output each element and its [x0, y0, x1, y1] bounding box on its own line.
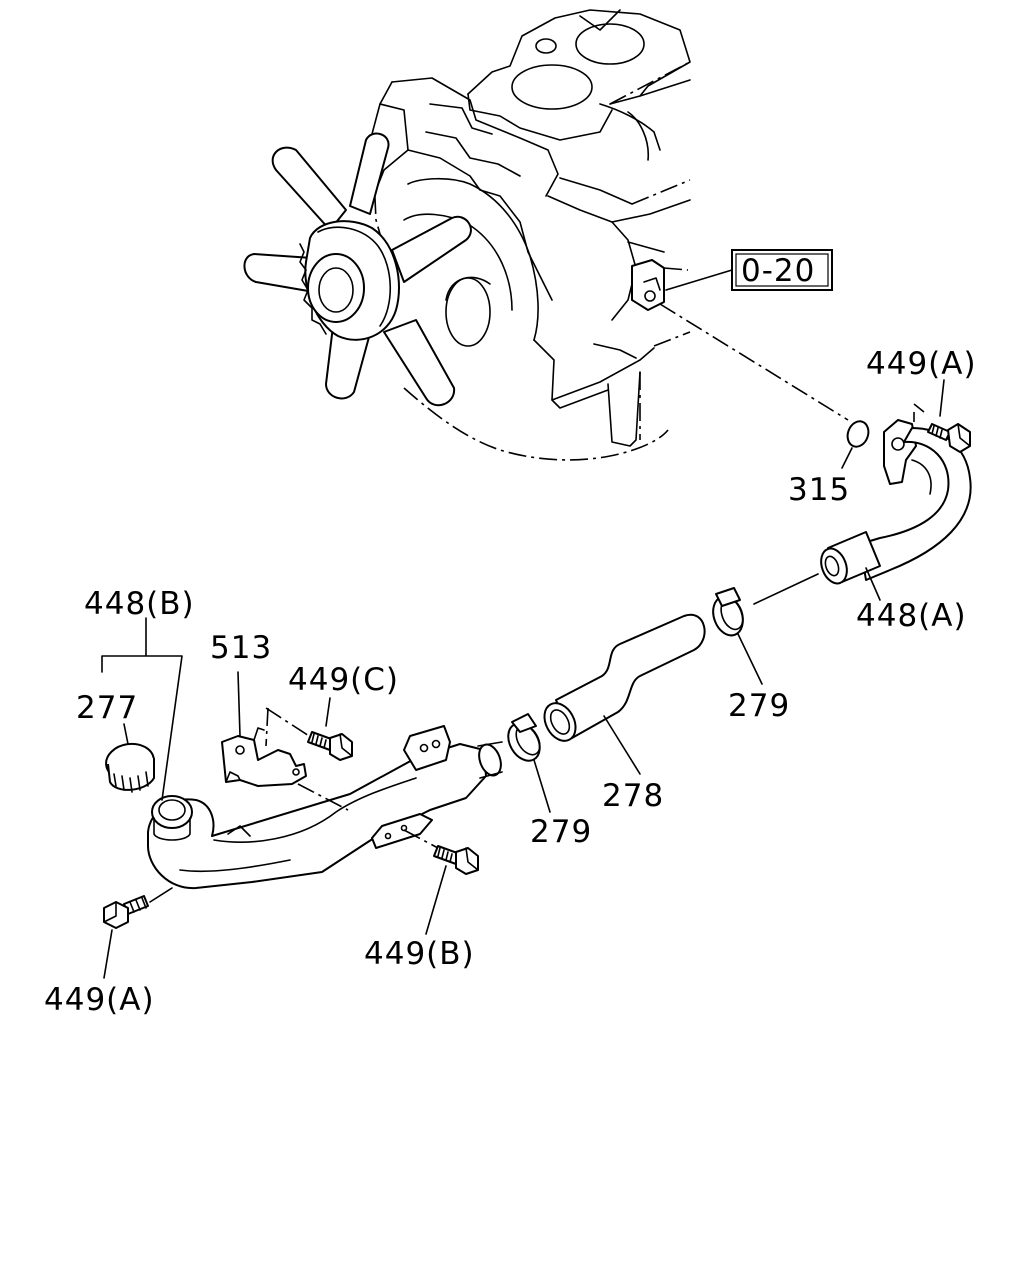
reference-box[interactable]: 0-20: [665, 249, 833, 291]
pipe-448B[interactable]: [147, 725, 505, 890]
hose-clamp-279-left[interactable]: [502, 713, 551, 813]
hose-278[interactable]: [538, 613, 706, 775]
label-277: 277: [76, 690, 138, 726]
fan-blade: [243, 253, 315, 293]
bolt-449A-top[interactable]: [913, 379, 971, 453]
label-449B: 449(B): [364, 936, 475, 972]
label-448B: 448(B): [84, 586, 195, 622]
label-315: 315: [788, 472, 850, 508]
fan-blade: [383, 319, 456, 407]
fan-blade: [349, 132, 390, 215]
assembly-line: [659, 303, 849, 421]
fan-blade: [391, 215, 472, 283]
leader-448B: [101, 617, 183, 801]
label-279-right: 279: [728, 688, 790, 724]
pipe-448A[interactable]: [817, 419, 972, 601]
label-513: 513: [210, 630, 272, 666]
engine-block: [371, 9, 691, 461]
o-ring-315[interactable]: [841, 418, 872, 469]
label-449C: 449(C): [288, 662, 399, 698]
bolt-449B[interactable]: [403, 829, 479, 935]
bolt-449C[interactable]: [307, 697, 353, 761]
label-449A-top: 449(A): [866, 346, 977, 382]
fan-blade: [271, 146, 347, 231]
bolt-449A-bottom[interactable]: [103, 887, 173, 979]
reference-box-label: 0-20: [741, 253, 815, 289]
label-279-left: 279: [530, 814, 592, 850]
label-448A: 448(A): [856, 598, 967, 634]
label-278: 278: [602, 778, 664, 814]
hose-clamp-279-right[interactable]: [708, 573, 819, 685]
cap-277[interactable]: [104, 723, 157, 793]
cooling-fan: [243, 132, 491, 407]
label-449A-bottom: 449(A): [44, 982, 155, 1018]
callout-labels: 449(A) 315 448(A) 279 278 279 448(B) 277…: [44, 346, 977, 1018]
